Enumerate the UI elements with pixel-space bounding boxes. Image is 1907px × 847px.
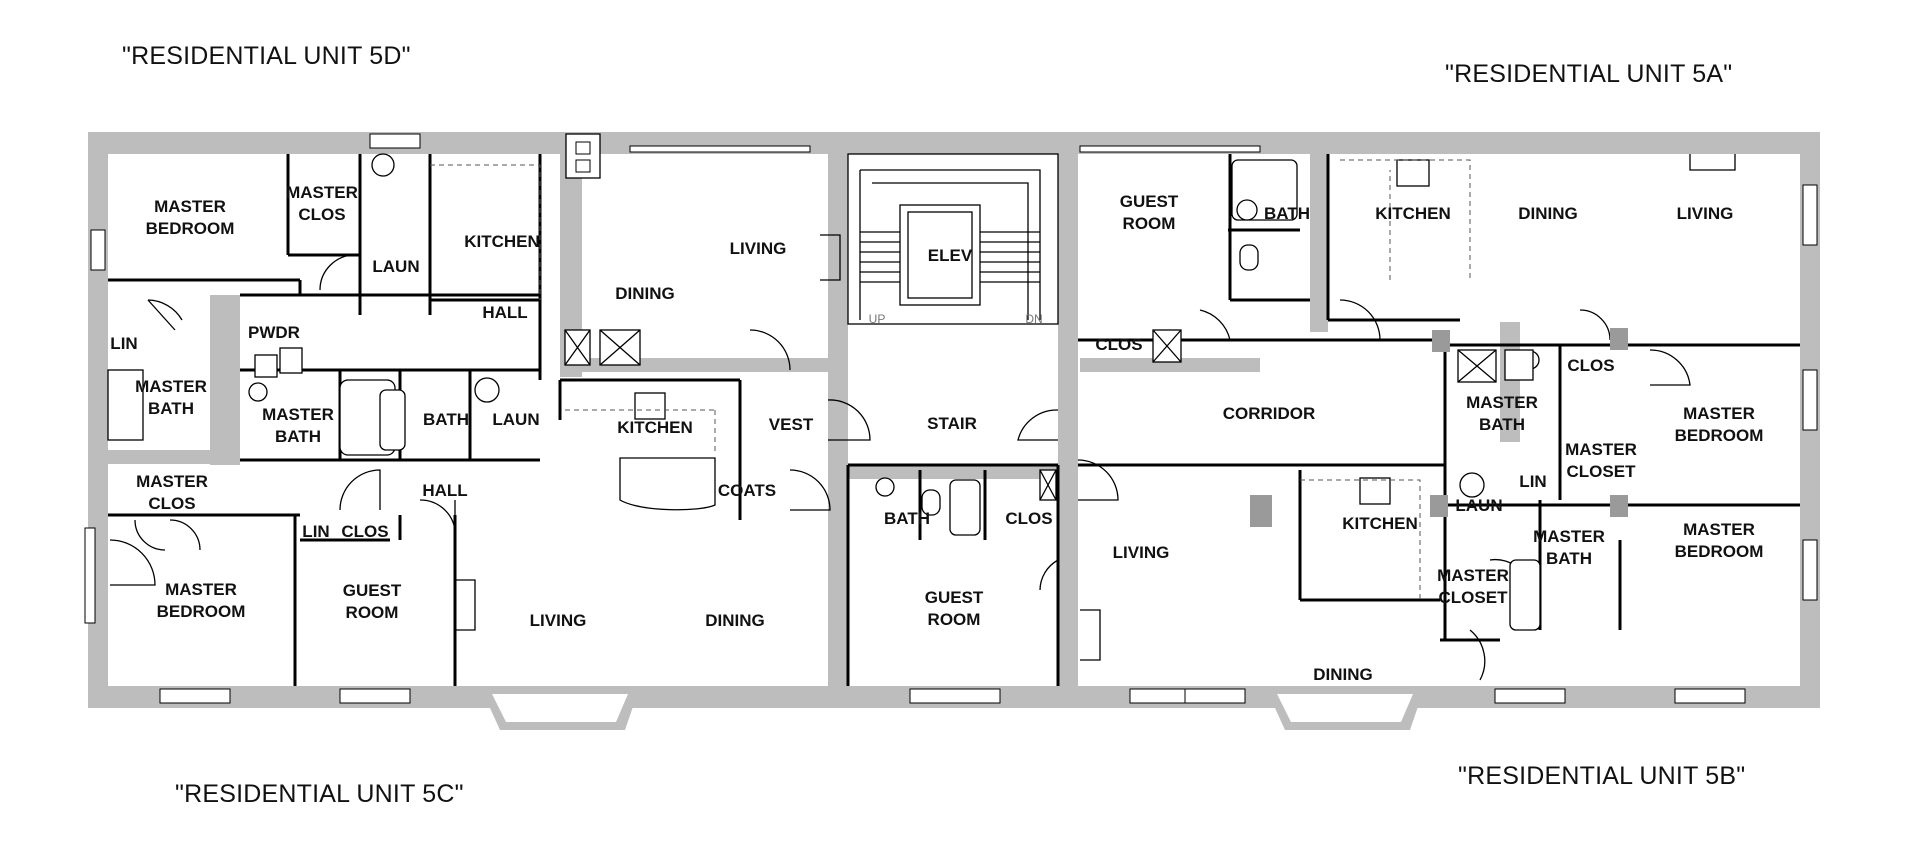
room-label-5b-kitchen: KITCHEN [1342, 514, 1418, 533]
room-label-corridor: CORRIDOR [1222, 404, 1316, 423]
room-label-5a-clos-2: CLOS [1567, 356, 1615, 375]
room-label-5c-dining: DINING [705, 611, 765, 630]
room-label-5d-living: LIVING [729, 239, 787, 258]
unit-5a-title: "RESIDENTIAL UNIT 5A" [1445, 60, 1733, 88]
room-label-5c-lin: LIN [302, 522, 330, 541]
room-label-5d-dining: DINING [615, 284, 675, 303]
stair-detail [847, 153, 1059, 325]
room-label-5b-clos: CLOS [1005, 509, 1053, 528]
room-label-5c-kitchen: KITCHEN [617, 418, 693, 437]
room-label-5a-bath: BATH [1264, 204, 1310, 223]
room-label-5b-living: LIVING [1112, 543, 1170, 562]
room-label-5d-hall: HALL [482, 303, 528, 322]
room-label-5c-hall: HALL [422, 481, 468, 500]
fixtures [107, 133, 1736, 661]
room-label-5d-laun: LAUN [372, 257, 420, 276]
windows [84, 133, 1818, 704]
room-label-stair: STAIR [927, 414, 977, 433]
room-label-5c-bath: BATH [423, 410, 469, 429]
room-label-5b-laun: LAUN [1455, 496, 1503, 515]
room-label-5b-dining: DINING [1313, 665, 1373, 684]
stair-up-label: UP [868, 312, 886, 326]
room-label-5c-clos: CLOS [341, 522, 389, 541]
unit-5b-title: "RESIDENTIAL UNIT 5B" [1458, 762, 1746, 790]
room-label-5b-bath: BATH [884, 509, 930, 528]
room-label-vest: VEST [768, 415, 814, 434]
unit-5d-title: "RESIDENTIAL UNIT 5D" [122, 42, 411, 70]
room-label-5d-kitchen: KITCHEN [464, 232, 540, 251]
room-label-5a-clos: CLOS [1095, 335, 1143, 354]
room-label-5c-laun: LAUN [492, 410, 540, 429]
unit-5c-title: "RESIDENTIAL UNIT 5C" [175, 780, 464, 808]
room-label-5a-dining: DINING [1518, 204, 1578, 223]
room-label-5d-pwdr: PWDR [248, 323, 300, 342]
room-label-5c-coats: COATS [717, 481, 777, 500]
stair-down-label: DN [1025, 312, 1043, 326]
room-label-elev: ELEV [927, 246, 973, 265]
bay-windows [480, 686, 1425, 730]
room-label-5b-lin: LIN [1519, 472, 1547, 491]
room-label-5a-kitchen: KITCHEN [1375, 204, 1451, 223]
room-label-5a-living: LIVING [1676, 204, 1734, 223]
room-label-5c-living: LIVING [529, 611, 587, 630]
room-label-5d-lin: LIN [110, 334, 138, 353]
